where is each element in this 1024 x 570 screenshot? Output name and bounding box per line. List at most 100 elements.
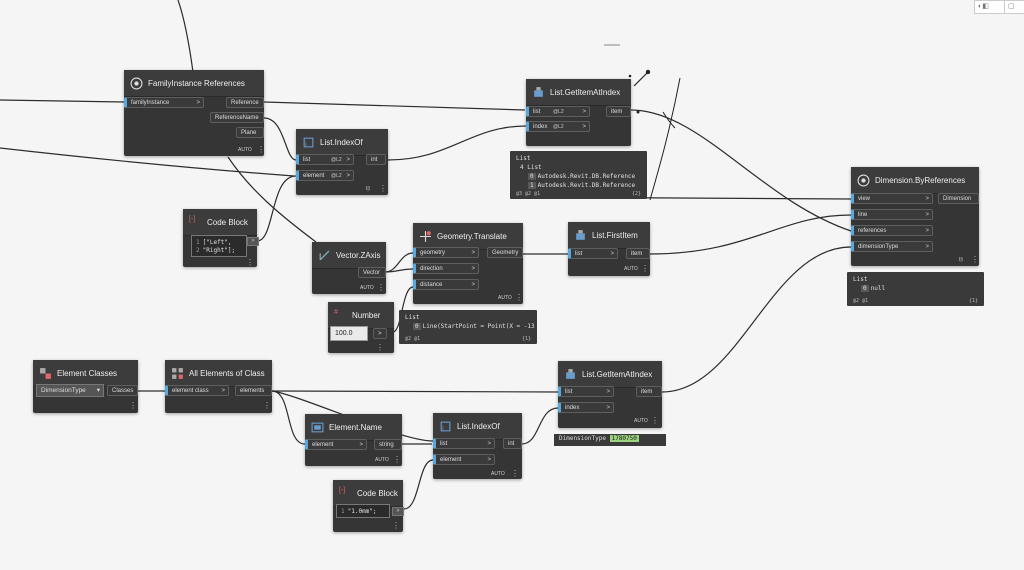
node-header[interactable]: Element.Name: [305, 414, 402, 441]
code-editor[interactable]: 1["Left", 2"Right"];: [191, 235, 247, 257]
input-port-element[interactable]: element>: [433, 454, 495, 465]
node-element-name[interactable]: Element.Name element> string AUTO ⋮: [305, 414, 402, 466]
code-output-port[interactable]: >: [392, 507, 404, 516]
wire: [649, 214, 852, 255]
lacing-label: AUTO: [624, 266, 638, 272]
output-port-elements[interactable]: elements: [235, 385, 272, 396]
node-header[interactable]: All Elements of Class: [165, 360, 272, 387]
input-port-list[interactable]: list>: [558, 386, 614, 397]
input-port-distance[interactable]: distance>: [413, 279, 479, 290]
node-menu[interactable]: ⋮: [651, 416, 659, 425]
wire: [271, 390, 559, 393]
node-menu[interactable]: ⋮: [263, 401, 271, 410]
input-port-index[interactable]: index@L2>: [526, 121, 590, 132]
node-number[interactable]: # Number 100.0 > ⋮: [328, 302, 394, 353]
input-port-index[interactable]: index>: [558, 402, 614, 413]
node-dimension-byreferences[interactable]: Dimension.ByReferences view> line> refer…: [851, 167, 979, 266]
output-port-string[interactable]: string: [374, 439, 402, 450]
node-title: Dimension.ByReferences: [875, 175, 966, 185]
input-port-element[interactable]: element>: [305, 439, 367, 450]
input-port-references[interactable]: references>: [851, 225, 933, 236]
node-header[interactable]: i List.IndexOf: [296, 129, 388, 156]
input-port-element-class[interactable]: element class>: [165, 385, 229, 396]
node-header[interactable]: [-] Code Block: [333, 480, 403, 507]
window-icon[interactable]: ▢: [1004, 0, 1024, 14]
node-header[interactable]: Element Classes: [33, 360, 138, 387]
input-port-line[interactable]: line>: [851, 209, 933, 220]
code-editor[interactable]: 1"1.0mm";: [336, 504, 390, 518]
node-header[interactable]: [-] Code Block: [183, 209, 257, 236]
node-menu[interactable]: ⋮: [379, 184, 387, 193]
node-header[interactable]: Geometry.Translate: [413, 223, 523, 250]
output-port-number[interactable]: >: [373, 328, 387, 339]
output-port-geometry[interactable]: Geometry: [487, 247, 523, 258]
output-port-plane[interactable]: Plane: [236, 127, 264, 138]
node-header[interactable]: # Number: [328, 302, 394, 329]
node-menu[interactable]: ⋮: [377, 283, 385, 292]
output-port-referencename[interactable]: ReferenceName: [210, 112, 264, 123]
input-port-view[interactable]: view>: [851, 193, 933, 204]
output-port-item[interactable]: item: [626, 248, 650, 259]
node-header[interactable]: Vector.ZAxis: [312, 242, 386, 269]
node-menu[interactable]: ⋮: [392, 521, 400, 530]
input-port-dimensiontype[interactable]: dimensionType>: [851, 241, 933, 252]
node-menu[interactable]: ⋮: [129, 401, 137, 410]
wire: [0, 99, 125, 103]
input-port-list[interactable]: list@L2>: [296, 154, 354, 165]
node-header[interactable]: FamilyInstance References: [124, 70, 264, 97]
node-list-indexof[interactable]: i List.IndexOf list@L2> element@L2> int …: [296, 129, 388, 195]
vector-icon: [319, 250, 330, 260]
output-port-vector[interactable]: Vector: [358, 267, 386, 278]
class-dropdown[interactable]: DimensionType▾: [36, 384, 104, 397]
node-code-block[interactable]: [-] Code Block 1["Left", 2"Right"]; > ⋮: [183, 209, 259, 267]
node-list-getitematindex[interactable]: List.GetItemAtIndex list@L2> index@L2> i…: [526, 79, 631, 146]
node-familyinstance-references[interactable]: FamilyInstance References familyInstance…: [124, 70, 265, 156]
input-port-geometry[interactable]: geometry>: [413, 247, 479, 258]
output-port-item[interactable]: item: [606, 106, 631, 117]
node-menu[interactable]: ⋮: [257, 145, 265, 154]
output-port-item[interactable]: item: [636, 386, 662, 397]
elements-icon: [172, 367, 183, 379]
output-port-classes[interactable]: Classes: [107, 385, 138, 396]
output-port-int[interactable]: int: [366, 154, 386, 165]
output-port-int[interactable]: int: [503, 438, 522, 449]
number-input[interactable]: 100.0: [330, 326, 368, 341]
input-port-list[interactable]: list>: [568, 248, 618, 259]
wire: [177, 0, 194, 73]
element-icon: [311, 422, 324, 432]
node-list-getitematindex-2[interactable]: List.GetItemAtIndex list> index> item AU…: [558, 361, 662, 428]
output-port-dimension[interactable]: Dimension: [938, 193, 979, 204]
node-header[interactable]: List.GetItemAtIndex: [558, 361, 662, 388]
output-port-reference[interactable]: Reference: [226, 97, 264, 108]
node-menu[interactable]: ⋮: [393, 455, 401, 464]
node-menu[interactable]: ⋮: [511, 469, 519, 478]
node-code-block-2[interactable]: [-] Code Block 1"1.0mm"; > ⋮: [333, 480, 404, 532]
camera-icon[interactable]: ◐◧: [974, 0, 1010, 14]
node-menu[interactable]: ⋮: [515, 293, 523, 302]
input-port-list[interactable]: list>: [433, 438, 495, 449]
node-geometry-translate[interactable]: Geometry.Translate geometry> direction> …: [413, 223, 523, 304]
node-menu[interactable]: ⋮: [971, 255, 979, 264]
node-menu[interactable]: ⋮: [376, 343, 384, 352]
node-element-classes[interactable]: Element Classes DimensionType▾ Classes ⋮: [33, 360, 138, 413]
node-header[interactable]: List.GetItemAtIndex: [526, 79, 631, 106]
node-header[interactable]: Dimension.ByReferences: [851, 167, 979, 194]
list-icon: [566, 368, 575, 379]
input-port-element[interactable]: element@L2>: [296, 170, 354, 181]
node-title: Element.Name: [329, 422, 382, 432]
input-port-list[interactable]: list@L2>: [526, 106, 590, 117]
node-menu[interactable]: ⋮: [246, 258, 254, 267]
node-header[interactable]: i List.IndexOf: [433, 413, 522, 440]
node-title: Vector.ZAxis: [336, 250, 381, 260]
node-list-indexof-2[interactable]: i List.IndexOf list> element> int AUTO ⋮: [433, 413, 522, 479]
lacing-label: AUTO: [498, 295, 512, 301]
code-output-port[interactable]: >: [247, 237, 259, 246]
input-port-direction[interactable]: direction>: [413, 263, 479, 274]
node-header[interactable]: List.FirstItem: [568, 222, 650, 249]
node-list-firstitem[interactable]: List.FirstItem list> item AUTO ⋮: [568, 222, 650, 276]
node-title: List.GetItemAtIndex: [582, 369, 653, 379]
input-port-familyinstance[interactable]: familyInstance>: [124, 97, 204, 108]
node-all-elements-of-class[interactable]: All Elements of Class element class> ele…: [165, 360, 272, 413]
node-vector-zaxis[interactable]: Vector.ZAxis Vector AUTO ⋮: [312, 242, 386, 294]
node-menu[interactable]: ⋮: [641, 264, 649, 273]
